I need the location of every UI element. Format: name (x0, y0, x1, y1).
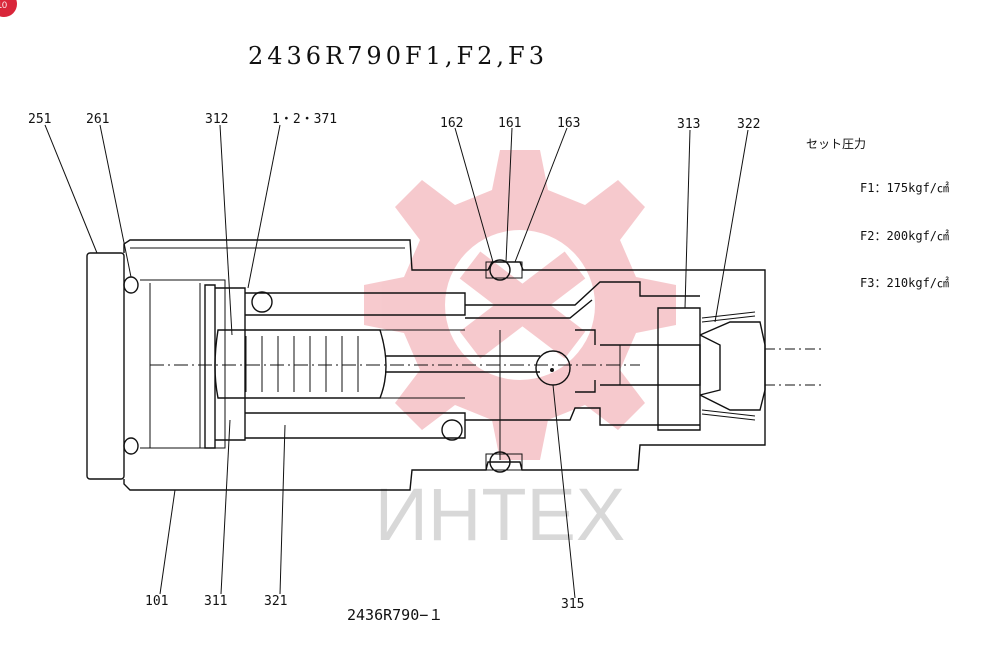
label-1-2-371: 1・2・371 (272, 112, 337, 127)
label-313: 313 (677, 117, 700, 132)
label-161: 161 (498, 116, 521, 131)
seals-161-163 (485, 259, 523, 473)
corner-badge: 10 (0, 0, 17, 17)
pressure-f3: F3：210kgf/㎠ (860, 276, 949, 290)
label-251: 251 (28, 112, 51, 127)
set-pressure-legend: セット圧力 F1：175kgf/㎠ F2：200kgf/㎠ F3：210kgf/… (806, 137, 949, 290)
adjuster-313 (150, 307, 825, 431)
label-312: 312 (205, 112, 228, 127)
label-311: 311 (204, 594, 227, 609)
drawing-number: 2436R790−１ (347, 606, 443, 624)
leader-lines (44, 124, 749, 599)
drawing-title: 2436R790F1,F2,F3 (248, 42, 548, 70)
label-162: 162 (440, 116, 463, 131)
label-321: 321 (264, 594, 287, 609)
set-pressure-heading: セット圧力 (806, 137, 866, 151)
label-315: 315 (561, 597, 584, 612)
label-261: 261 (86, 112, 109, 127)
label-101: 101 (145, 594, 168, 609)
watermark-text: ИНТЕХ (375, 473, 626, 556)
valve-body-outline (86, 239, 766, 491)
svg-text:10: 10 (0, 0, 7, 10)
poppet-passages (385, 281, 701, 460)
o-ring-261 (123, 276, 139, 455)
part-labels: 251 261 312 1・2・371 162 161 163 313 322 … (28, 112, 760, 612)
spring-321 (214, 329, 387, 399)
pressure-f1: F1：175kgf/㎠ (860, 181, 949, 195)
label-322: 322 (737, 117, 760, 132)
pressure-f2: F2：200kgf/㎠ (860, 229, 949, 243)
label-163: 163 (557, 116, 580, 131)
